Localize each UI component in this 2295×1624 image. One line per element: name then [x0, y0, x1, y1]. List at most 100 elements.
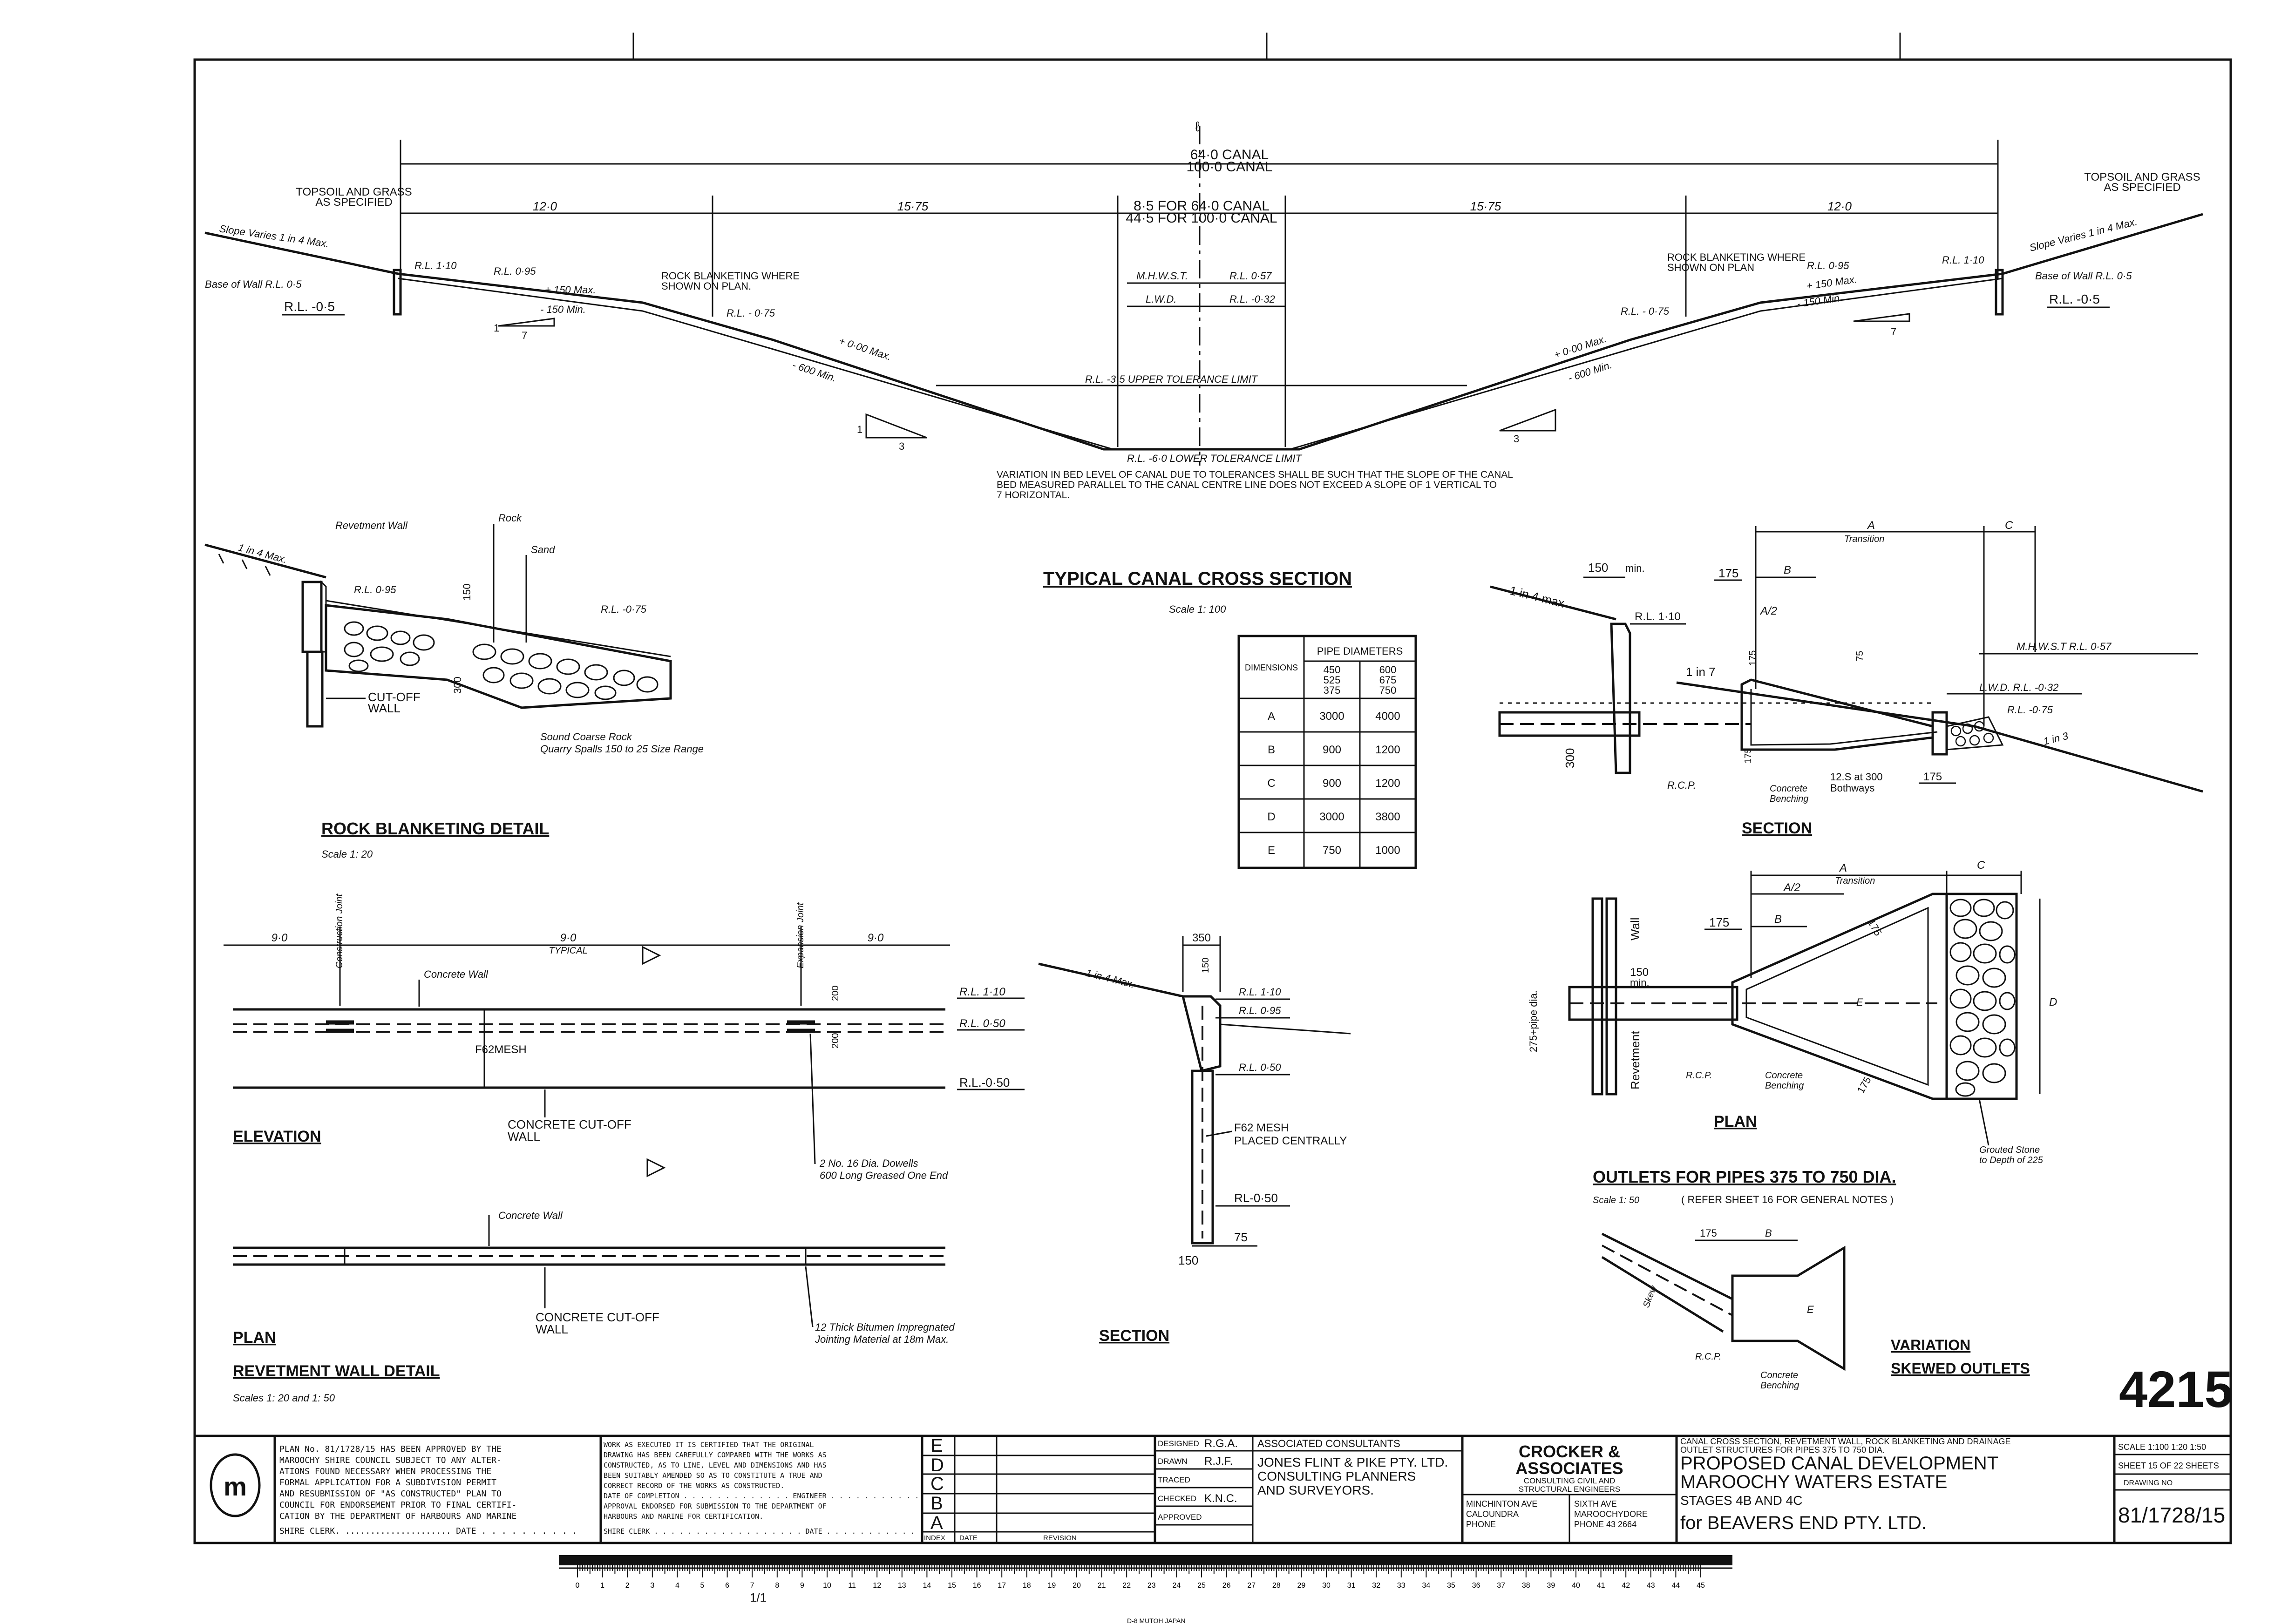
elev-rl110: R.L. 1·10	[959, 986, 1005, 998]
ruler-number: 32	[1372, 1582, 1380, 1590]
row-v2: 3800	[1375, 811, 1400, 823]
table-row: A 3000 4000	[1268, 710, 1400, 723]
rl-095-right: R.L. 0·95	[1807, 260, 1849, 271]
ruler-number: 27	[1247, 1582, 1256, 1590]
ruler-number: 19	[1048, 1582, 1056, 1590]
col1-a: 450	[1324, 664, 1341, 676]
os-benching-2: Benching	[1770, 794, 1808, 804]
ruler-number: 10	[823, 1582, 831, 1590]
os-c: C	[2005, 519, 2013, 532]
scale-label: SCALE 1:100 1:20 1:50	[2118, 1442, 2206, 1452]
outlet-plan: A Transition C A/2 B 175 Wall Revetment …	[1528, 859, 2057, 1165]
op-d: D	[2049, 996, 2057, 1008]
row-v2: 4000	[1375, 710, 1400, 723]
rock-dim-300: 300	[452, 677, 463, 694]
canal-section-scale: Scale 1: 100	[1169, 603, 1226, 615]
approval-text: PLAN No. 81/1728/15 HAS BEEN APPROVED BY…	[279, 1444, 577, 1536]
os-slope: 1 in 4 max	[1508, 583, 1566, 610]
assoc-consultants: ASSOCIATED CONSULTANTS	[1257, 1438, 1400, 1449]
outlets-skewed: OUTLETS FOR PIPES 375 TO 750 DIA. Scale …	[1593, 1167, 2030, 1391]
plan-text-line: MAROOCHY SHIRE COUNCIL SUBJECT TO ANY AL…	[279, 1455, 502, 1465]
crocker-2: ASSOCIATES	[1515, 1459, 1623, 1478]
lwd-label: L.W.D.	[1146, 293, 1176, 305]
construction-joint: Construction Joint	[334, 893, 345, 968]
plan-concrete-wall: Concrete Wall	[498, 1210, 563, 1221]
minus150-right: - 150 Min.	[1796, 292, 1843, 310]
sand-label: Sand	[531, 544, 555, 555]
op-transition: Transition	[1835, 876, 1875, 886]
expansion-joint: Expansion Joint	[795, 902, 806, 968]
traced-label: TRACED	[1158, 1475, 1190, 1484]
upper-tolerance: R.L. -3·5 UPPER TOLERANCE LIMIT	[1085, 373, 1258, 385]
ruler-number: 14	[923, 1582, 931, 1590]
elev-dim-200b: 200	[830, 1033, 841, 1049]
ruler-number: 43	[1647, 1582, 1655, 1590]
topsoil-right-1: TOPSOIL AND GRASS	[2084, 171, 2200, 183]
topsoil-right-2: AS SPECIFIED	[2104, 181, 2180, 194]
plan-cutoff-1: CONCRETE CUT-OFF	[536, 1310, 659, 1324]
ruler-number: 42	[1622, 1582, 1630, 1590]
ruler-number: 31	[1347, 1582, 1356, 1590]
canal-width-100: 100·0 CANAL	[1186, 159, 1272, 175]
ruler-number: 24	[1173, 1582, 1181, 1590]
os-b: B	[1784, 564, 1791, 576]
ws-mesh-2: PLACED CENTRALLY	[1234, 1135, 1347, 1147]
ruler-number: 37	[1497, 1582, 1505, 1590]
base-left: Base of Wall R.L. 0·5	[205, 278, 302, 290]
slope-tri-1: 1	[857, 424, 862, 435]
row-v2: 1200	[1375, 777, 1400, 790]
rev-letter: C	[930, 1474, 944, 1494]
skewed-outlets-title: SKEWED OUTLETS	[1891, 1360, 2030, 1377]
os-rcp: R.C.P.	[1667, 779, 1696, 791]
ruler-number: 28	[1272, 1582, 1281, 1590]
checked-label: CHECKED	[1158, 1494, 1196, 1503]
outlets-title: OUTLETS FOR PIPES 375 TO 750 DIA.	[1593, 1167, 1896, 1186]
os-in3: 1 in 3	[2042, 730, 2070, 747]
rock-detail-scale: Scale 1: 20	[321, 848, 373, 860]
plus150-left: + 150 Max.	[545, 284, 596, 296]
os-bars-1: 12.S at 300	[1830, 771, 1883, 783]
os-mhws: M.H.W.S.T R.L. 0·57	[2017, 641, 2112, 652]
cert-text-line: DRAWING HAS BEEN CAREFULLY COMPARED WITH…	[604, 1451, 827, 1459]
ruler-number: 33	[1397, 1582, 1406, 1590]
sk-benching-1: Concrete	[1760, 1370, 1798, 1380]
title-block: m PLAN No. 81/1728/15 HAS BEEN APPROVED …	[195, 1435, 2231, 1543]
elev-dim-right: 9·0	[868, 932, 884, 944]
cert-text-line: BEEN SUITABLY AMENDED SO AS TO CONSTITUT…	[604, 1471, 822, 1480]
ruler-number: 17	[998, 1582, 1006, 1590]
slope-tri-left-1: 1	[494, 322, 499, 334]
elev-dim-mid: 9·0	[560, 932, 577, 944]
crocker-sub-1: CONSULTING CIVIL AND	[1524, 1476, 1615, 1485]
variation-note-1: VARIATION IN BED LEVEL OF CANAL DUE TO T…	[997, 469, 1513, 480]
os-transition: Transition	[1844, 534, 1884, 544]
rev-letter: E	[930, 1435, 943, 1456]
ruler-number: 2	[625, 1582, 630, 1590]
drawn-label: DRAWN	[1158, 1457, 1188, 1466]
os-min: min.	[1625, 562, 1645, 574]
minus600-right: - 600 Min.	[1567, 359, 1614, 384]
council-logo	[210, 1453, 261, 1517]
slope-right: Slope Varies 1 in 4 Max.	[2028, 216, 2139, 254]
rl-095-left: R.L. 0·95	[494, 265, 536, 277]
addr1-3: PHONE	[1466, 1520, 1496, 1529]
rock-coarse-1: Sound Coarse Rock	[540, 731, 632, 743]
rock-detail-title: ROCK BLANKETING DETAIL	[321, 819, 549, 838]
op-dim-175a: 175	[1709, 915, 1729, 929]
topsoil-left-1: TOPSOIL AND GRASS	[296, 186, 412, 198]
dim-right-mid: 15·75	[1470, 199, 1501, 213]
dim-right: 12·0	[1827, 199, 1852, 213]
addr2-2: MAROOCHYDORE	[1574, 1509, 1648, 1519]
certification-text: WORK AS EXECUTED IT IS CERTIFIED THAT TH…	[604, 1441, 919, 1536]
os-in7: 1 in 7	[1686, 665, 1716, 679]
minus150-left: - 150 Min.	[540, 304, 586, 315]
ruler-maker: D-8 MUTOH JAPAN	[1127, 1617, 1186, 1624]
checked-value: K.N.C.	[1204, 1492, 1237, 1505]
rock-left-1: ROCK BLANKETING WHERE	[661, 270, 800, 282]
firm-3: AND SURVEYORS.	[1257, 1483, 1374, 1497]
sheet-label: SHEET 15 OF 22 SHEETS	[2118, 1461, 2219, 1470]
revetment-wall-label: Revetment Wall	[335, 520, 408, 531]
ruler-number: 26	[1222, 1582, 1231, 1590]
ruler-fraction: 1/1	[750, 1590, 767, 1604]
plan-text-line: CATION BY THE DEPARTMENT OF HARBOURS AND…	[279, 1511, 516, 1521]
